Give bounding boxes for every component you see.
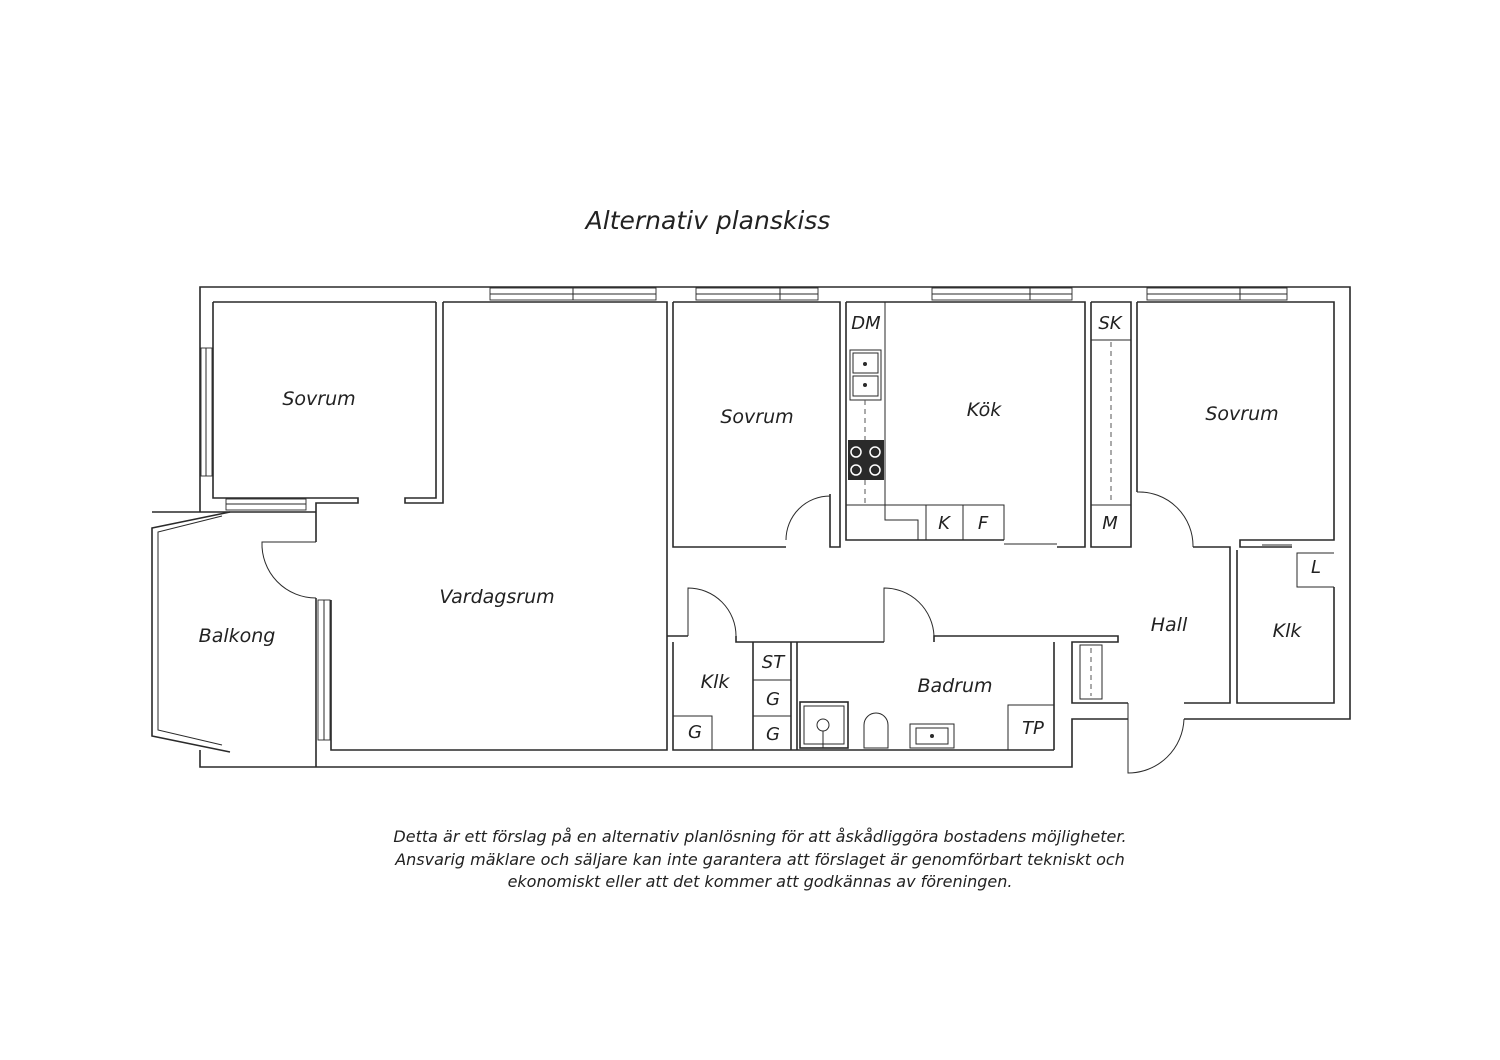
label-g-3: G — [688, 722, 702, 743]
label-tp: TP — [1022, 718, 1044, 739]
kitchen-appliances — [848, 349, 884, 505]
room-sovrum-1: Sovrum — [282, 388, 355, 410]
room-badrum: Badrum — [917, 675, 992, 697]
doors — [261, 491, 1292, 774]
toilet-icon — [863, 712, 889, 749]
label-g-1: G — [766, 689, 780, 710]
shower-icon — [799, 701, 849, 749]
room-labels: Sovrum Vardagsrum Balkong Sovrum Kök Sov… — [199, 388, 1303, 697]
windows — [200, 287, 1288, 741]
sink-icon — [849, 349, 882, 401]
disclaimer-line: ekonomiskt eller att det kommer att godk… — [507, 872, 1013, 891]
plan-title: Alternativ planskiss — [585, 206, 831, 235]
disclaimer-line: Detta är ett förslag på en alternativ pl… — [393, 827, 1127, 846]
room-kok: Kök — [967, 399, 1002, 421]
label-sk: SK — [1098, 313, 1122, 334]
room-klk-2: Klk — [1273, 620, 1303, 642]
room-balkong: Balkong — [199, 625, 276, 647]
washbasin-icon — [909, 723, 955, 749]
label-dm: DM — [851, 313, 881, 334]
label-f: F — [978, 513, 989, 534]
room-sovrum-2: Sovrum — [720, 406, 793, 428]
room-vardagsrum: Vardagsrum — [439, 586, 554, 608]
room-hall: Hall — [1151, 614, 1188, 636]
disclaimer-line: Ansvarig mäklare och säljare kan inte ga… — [395, 849, 1125, 869]
label-m: M — [1102, 513, 1118, 534]
fixture-labels: DM SK K F M L ST G G G TP — [688, 313, 1321, 745]
bathroom-fixtures — [799, 701, 955, 749]
label-st: ST — [762, 652, 786, 673]
label-k: K — [938, 513, 951, 534]
label-l: L — [1311, 557, 1321, 578]
room-sovrum-3: Sovrum — [1205, 403, 1278, 425]
room-klk-1: Klk — [701, 671, 731, 693]
disclaimer: Detta är ett förslag på en alternativ pl… — [330, 826, 1190, 894]
outer-walls — [151, 286, 1351, 768]
label-g-2: G — [766, 724, 780, 745]
